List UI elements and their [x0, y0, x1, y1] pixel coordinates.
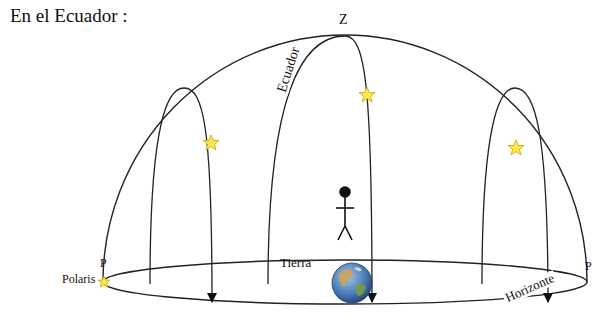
zenith-label: Z: [339, 12, 348, 27]
star-path: [150, 88, 212, 302]
star-path: [482, 88, 548, 302]
polaris-label: Polaris: [60, 273, 97, 286]
equator-label: Ecuador: [273, 44, 303, 97]
pole-label: P: [100, 257, 107, 270]
pole-label: P: [585, 260, 592, 273]
diagram-title: En el Ecuador :: [10, 6, 128, 27]
star-symbol: [203, 135, 219, 150]
star-path: [268, 36, 372, 302]
star-symbol: [508, 140, 524, 155]
earth-globe: [332, 263, 372, 303]
polaris-star: [98, 276, 110, 287]
observer-figure: [336, 187, 354, 240]
horizon-label: Horizonte: [502, 270, 559, 306]
star-symbol: [359, 87, 375, 102]
earth-label: Tierra: [280, 256, 311, 270]
celestial-dome: [103, 35, 587, 282]
